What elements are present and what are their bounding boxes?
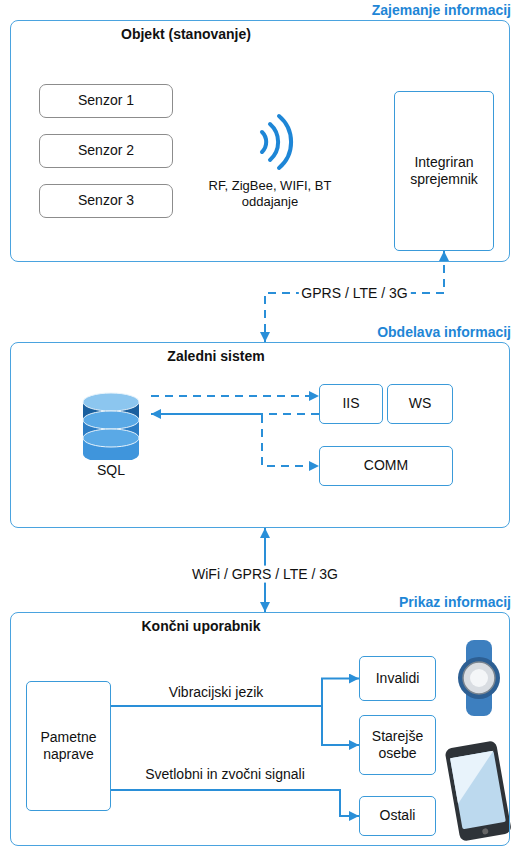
node-label: COMM xyxy=(364,457,408,475)
node-label: Integriran sprejemnik xyxy=(400,154,488,189)
phone-screen xyxy=(450,751,506,830)
sensor-box: Senzor 2 xyxy=(39,134,173,168)
section-heading: Prikaz informacij xyxy=(399,594,511,612)
database-node: SQL xyxy=(71,379,151,479)
sensor-box: Senzor 3 xyxy=(39,184,173,218)
wave-arc xyxy=(270,124,278,160)
node-label: Pametne naprave xyxy=(32,729,105,764)
db-disk xyxy=(83,429,139,447)
edge-label: GPRS / LTE / 3G xyxy=(298,285,410,302)
panel-title: Objekt (stanovanje) xyxy=(121,26,251,44)
database-icon xyxy=(79,388,143,460)
db-disk xyxy=(83,411,139,429)
process-box: Ostali xyxy=(359,796,436,836)
wireless-icon xyxy=(262,116,291,168)
group-panel: SQLIISWSCOMMObdelava informacijZaledni s… xyxy=(10,342,510,528)
flow-arrow xyxy=(111,706,359,745)
process-box: Pametne naprave xyxy=(26,681,111,811)
sensor-box: Senzor 1 xyxy=(39,84,173,118)
process-box: Integriran sprejemnik xyxy=(394,91,494,251)
wave-arc xyxy=(262,132,266,152)
node-label: Starejše osebe xyxy=(365,728,430,763)
signal-label: RF, ZigBee, WIFI, BT oddajanje xyxy=(192,178,348,209)
panel-title: Končni uporabnik xyxy=(142,618,261,636)
node-label: Senzor 2 xyxy=(78,142,134,160)
watch-face xyxy=(463,662,495,694)
flow-arrow xyxy=(111,790,359,816)
db-disk xyxy=(83,393,139,411)
node-label: Invalidi xyxy=(376,670,420,688)
wave-arc xyxy=(279,116,291,168)
panel-title: Zaledni sistem xyxy=(167,348,264,366)
edge-label: Svetlobni in zvočni signali xyxy=(142,766,308,783)
node-label: Senzor 1 xyxy=(78,92,134,110)
watch-glass xyxy=(470,669,488,687)
dashed-arrow xyxy=(151,395,319,397)
watch-case xyxy=(458,657,500,699)
dashed-arrow xyxy=(151,414,319,466)
phone-icon xyxy=(444,740,512,842)
node-label: Senzor 3 xyxy=(78,192,134,210)
process-box: Invalidi xyxy=(359,656,436,701)
phone-button xyxy=(482,828,489,835)
screen-glare xyxy=(450,751,501,804)
node-label: WS xyxy=(409,395,432,413)
watch-icon xyxy=(458,640,500,716)
process-box: COMM xyxy=(319,446,453,486)
section-heading: Obdelava informacij xyxy=(377,324,511,342)
process-box: WS xyxy=(387,384,453,424)
phone-body xyxy=(444,740,512,842)
edge-label: WiFi / GPRS / LTE / 3G xyxy=(189,566,341,583)
edge-label: Vibracijski jezik xyxy=(166,684,267,701)
process-box: IIS xyxy=(319,384,383,424)
flow-arrow xyxy=(111,679,359,707)
node-label: SQL xyxy=(97,462,125,480)
process-box: Starejše osebe xyxy=(359,715,436,775)
node-label: IIS xyxy=(342,395,359,413)
group-panel: Pametne naprave InvalidiStarejše osebeOst… xyxy=(10,612,510,846)
group-panel: Senzor 1 Senzor 2 Senzor 3 Integriran sprej… xyxy=(10,20,510,262)
section-heading: Zajemanje informacij xyxy=(372,2,511,20)
node-label: Ostali xyxy=(380,807,416,825)
